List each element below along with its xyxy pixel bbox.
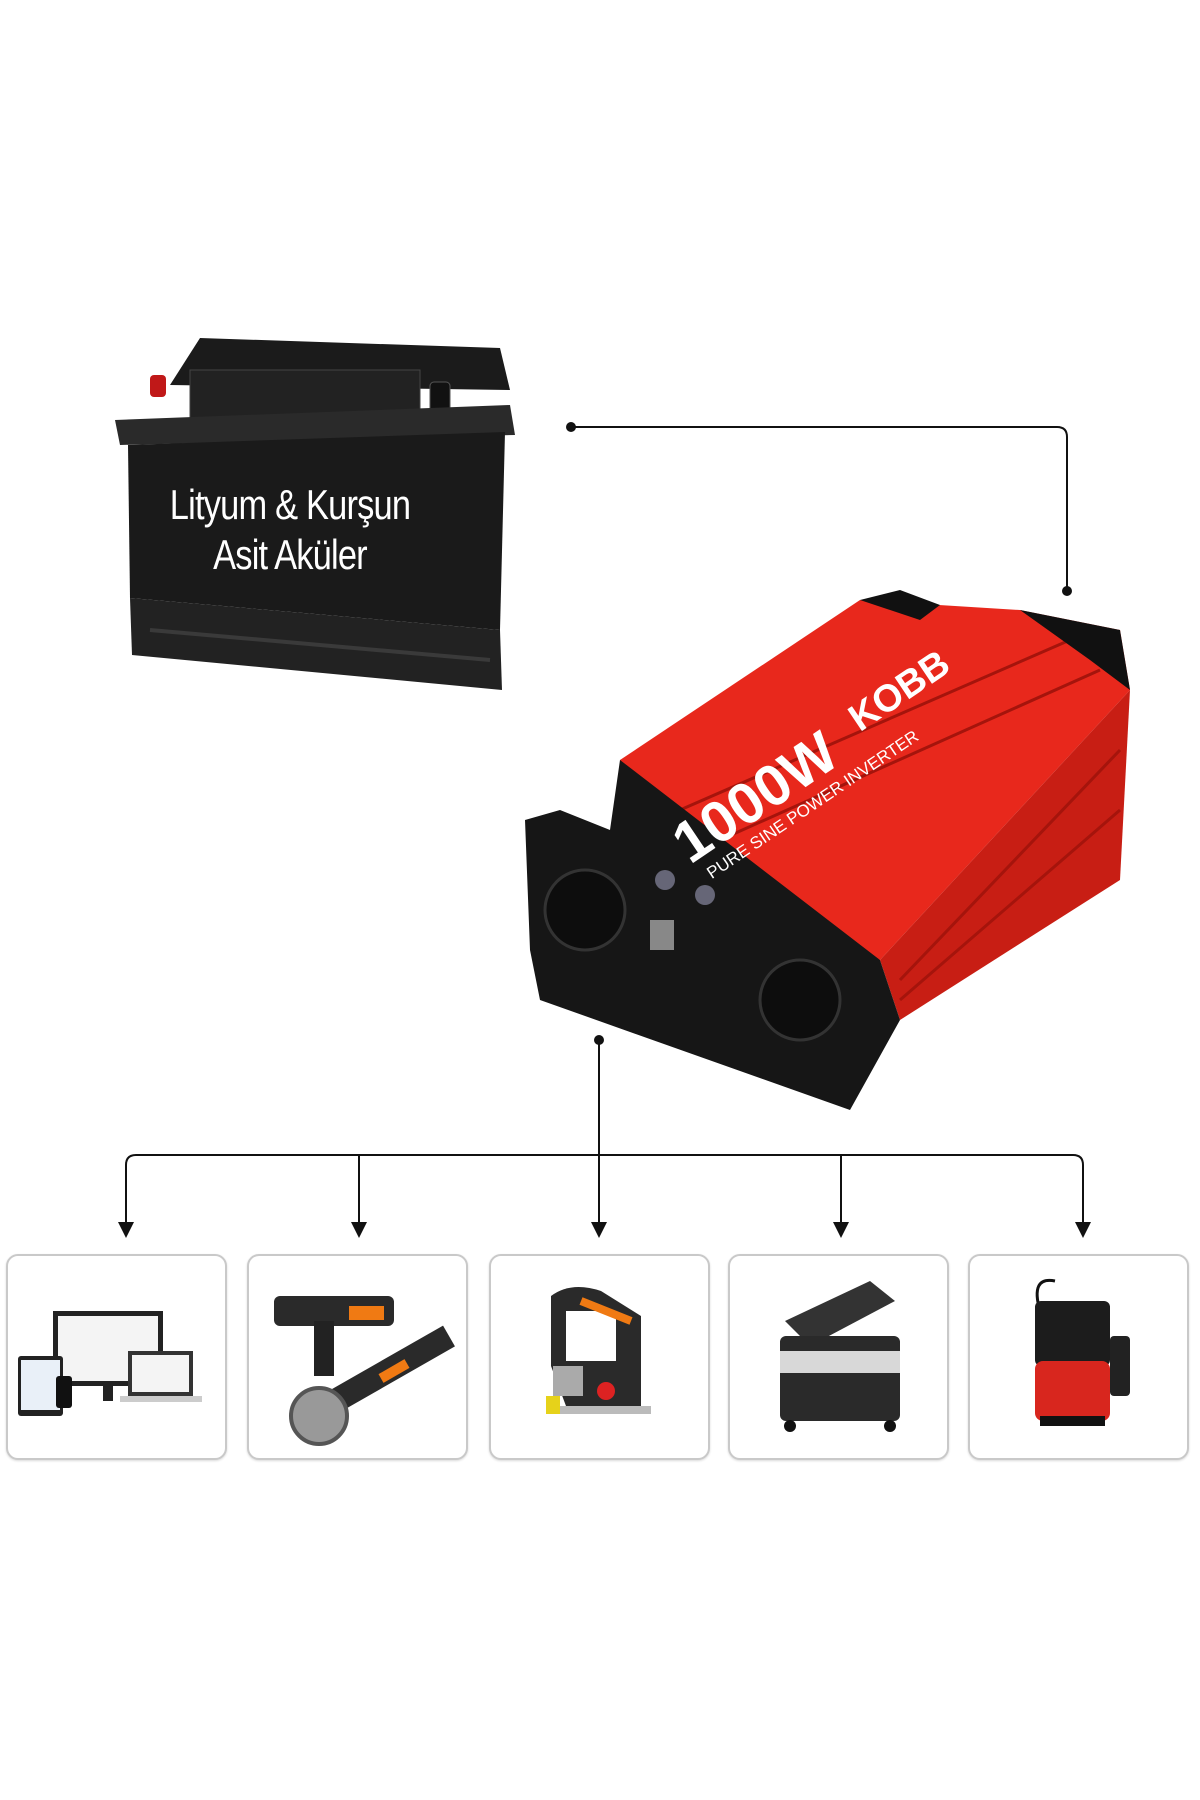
connector-dot	[566, 422, 576, 432]
arrow-head	[118, 1222, 134, 1238]
battery-label-line1: Lityum & Kurşun	[169, 481, 411, 528]
battery-image	[115, 338, 515, 690]
inverter-image: 1000W PURE SINE POWER INVERTER KOBB	[525, 590, 1130, 1110]
distribution-line	[125, 1154, 1084, 1233]
battery-label-line2: Asit Aküler	[213, 531, 368, 578]
device-pump	[968, 1254, 1189, 1460]
computer-icon	[18, 1311, 202, 1416]
socket-icon	[758, 958, 842, 1042]
battery-label: Lityum & Kurşun Asit Aküler	[159, 480, 421, 580]
jigsaw-icon	[546, 1287, 651, 1414]
device-fridge	[728, 1254, 949, 1460]
power-tools-icon	[274, 1296, 455, 1446]
device-computers	[6, 1254, 227, 1460]
pump-icon	[1035, 1278, 1130, 1426]
arrow-head	[591, 1222, 607, 1238]
battery-to-inverter-line	[571, 426, 1068, 591]
device-power-tools	[247, 1254, 468, 1460]
cooler-icon	[780, 1281, 900, 1432]
socket-icon	[543, 868, 627, 952]
arrow-head	[833, 1222, 849, 1238]
arrow-head	[351, 1222, 367, 1238]
arrow-head	[1075, 1222, 1091, 1238]
device-jigsaw	[489, 1254, 710, 1460]
connector-dot	[1062, 586, 1072, 596]
connector-dot	[594, 1035, 604, 1045]
